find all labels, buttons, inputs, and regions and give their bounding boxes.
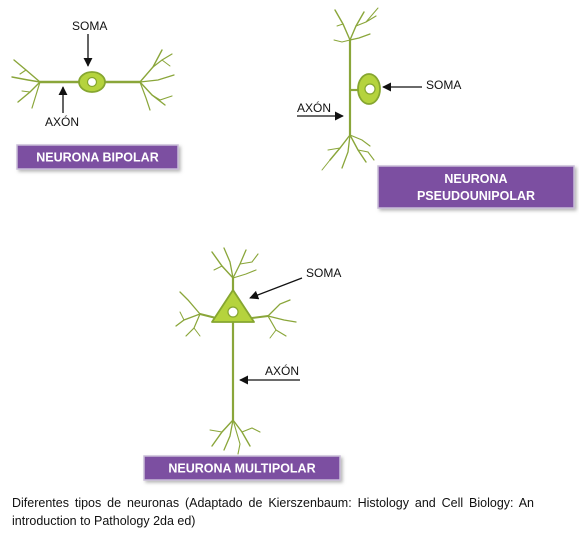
bipolar-soma-label: SOMA bbox=[72, 19, 107, 33]
multipolar-top-dendrites bbox=[211, 247, 259, 297]
bipolar-label-box: NEURONA BIPOLAR bbox=[16, 144, 179, 170]
bipolar-right-dendrites bbox=[102, 49, 175, 111]
pseudounipolar-box-line1: NEURONA bbox=[444, 172, 507, 186]
pseudounipolar-label-box: NEURONA PSEUDOUNIPOLAR bbox=[377, 165, 575, 209]
pseudounipolar-axon-label: AXÓN bbox=[297, 100, 331, 115]
multipolar-right-dendrites bbox=[251, 299, 297, 339]
pseudounipolar-bottom-dendrites bbox=[321, 88, 375, 171]
multipolar-box-label: NEURONA MULTIPOLAR bbox=[168, 462, 315, 476]
bipolar-neuron: SOMA AXÓN NEURONA BIPOLAR bbox=[11, 19, 179, 170]
pseudounipolar-neuron: SOMA AXÓN NEURONA PSEUDOUNIPOLAR bbox=[297, 7, 575, 209]
pseudounipolar-nucleus bbox=[364, 83, 376, 95]
pseudounipolar-soma-label: SOMA bbox=[426, 78, 461, 92]
bipolar-left-dendrites bbox=[11, 59, 81, 109]
bipolar-box-label: NEURONA BIPOLAR bbox=[36, 151, 158, 165]
multipolar-axon-label: AXÓN bbox=[265, 363, 299, 378]
multipolar-soma-arrow bbox=[249, 277, 303, 300]
figure-caption: Diferentes tipos de neuronas (Adaptado d… bbox=[12, 496, 534, 528]
multipolar-neuron: SOMA AXÓN NEURONA MULTIPOLAR bbox=[143, 247, 341, 481]
multipolar-soma-label: SOMA bbox=[306, 266, 341, 280]
multipolar-axon bbox=[209, 320, 261, 455]
bipolar-axon-label: AXÓN bbox=[45, 114, 79, 129]
multipolar-soma bbox=[211, 289, 255, 323]
bipolar-nucleus bbox=[86, 76, 98, 88]
pseudounipolar-box-line2: PSEUDOUNIPOLAR bbox=[417, 189, 535, 203]
multipolar-left-dendrites bbox=[175, 291, 217, 337]
multipolar-label-box: NEURONA MULTIPOLAR bbox=[143, 455, 341, 481]
multipolar-nucleus bbox=[227, 306, 239, 318]
pseudounipolar-top-dendrites bbox=[333, 7, 379, 92]
